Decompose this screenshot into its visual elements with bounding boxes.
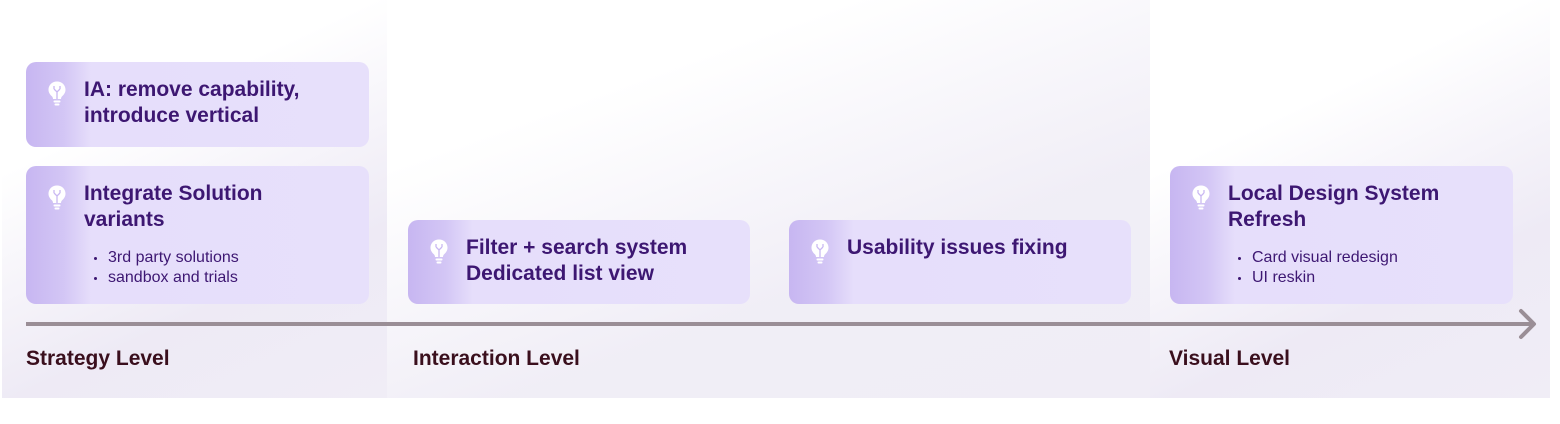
card-bullet-list: Card visual redesign UI reskin — [1238, 248, 1398, 288]
list-item: Card visual redesign — [1238, 249, 1398, 266]
card-integrate-solution-variants: Integrate Solution variants 3rd party so… — [26, 166, 369, 304]
lightbulb-icon — [430, 239, 448, 264]
strategy-level-label: Strategy Level — [26, 347, 170, 370]
card-ia-remove-capability: IA: remove capability, introduce vertica… — [26, 62, 369, 147]
card-title: Filter + search system Dedicated list vi… — [466, 236, 688, 285]
lightbulb-icon — [811, 239, 829, 264]
visual-level-label: Visual Level — [1169, 347, 1291, 370]
interaction-level-band — [387, 0, 1150, 398]
card-usability-issues-fixing: Usability issues fixing — [789, 220, 1131, 304]
arrow-right-icon — [1519, 309, 1536, 339]
card-title: Local Design System Refresh — [1228, 182, 1440, 231]
card-title: IA: remove capability, introduce vertica… — [84, 78, 300, 127]
timeline-axis — [26, 309, 1536, 339]
card-local-design-system-refresh: Local Design System Refresh Card visual … — [1170, 166, 1513, 304]
lightbulb-icon — [48, 81, 66, 106]
interaction-level-label: Interaction Level — [413, 347, 580, 370]
card-title: Integrate Solution variants — [84, 182, 263, 231]
list-item: sandbox and trials — [94, 269, 238, 286]
card-title: Usability issues fixing — [847, 236, 1068, 259]
list-item: 3rd party solutions — [94, 249, 239, 266]
lightbulb-icon — [48, 185, 66, 210]
card-bullet-list: 3rd party solutions sandbox and trials — [94, 248, 239, 288]
list-item: UI reskin — [1238, 268, 1398, 288]
lightbulb-icon — [1192, 185, 1210, 210]
card-filter-search-system: Filter + search system Dedicated list vi… — [408, 220, 750, 304]
